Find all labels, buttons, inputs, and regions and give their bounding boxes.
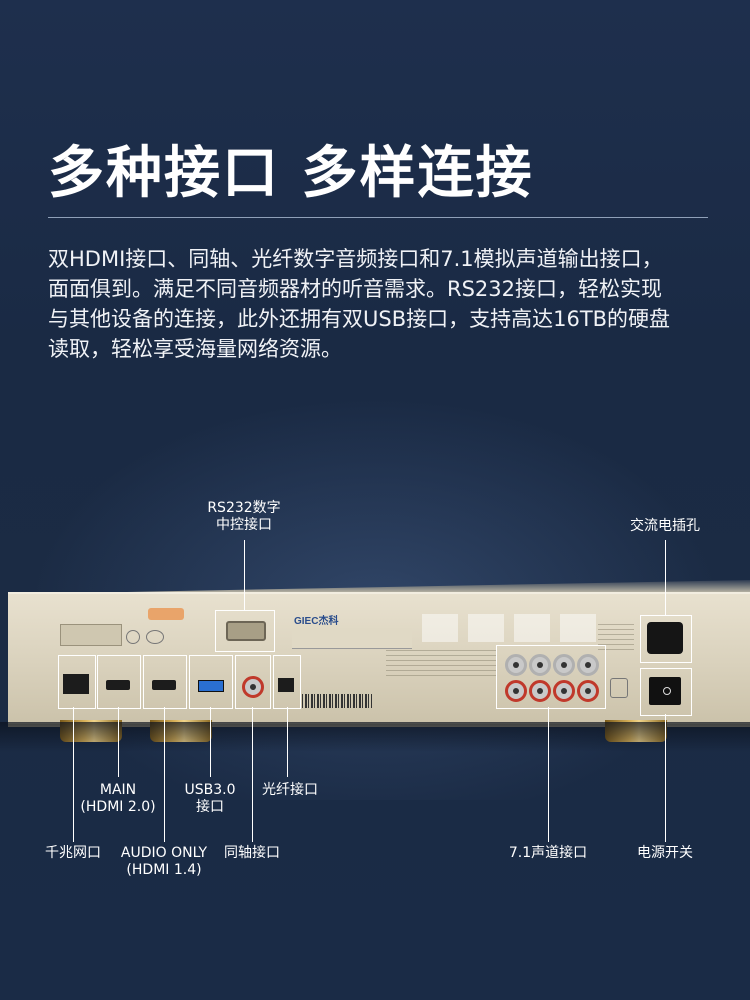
callout-audio-line2: (HDMI 1.4) <box>126 862 202 878</box>
callout-audio-line1: AUDIO ONLY <box>120 845 208 861</box>
optical-port <box>273 655 301 709</box>
vent <box>418 614 598 642</box>
callout-rs232-line1: RS232数字 <box>207 500 281 516</box>
ac-power-inlet <box>640 615 692 663</box>
callout-line-coaxial <box>252 707 253 842</box>
rca-jack <box>529 654 551 676</box>
callout-power-switch: 电源开关 <box>637 845 693 861</box>
optical-jack <box>278 678 294 692</box>
callout-usb-line2: 接口 <box>196 799 224 815</box>
switch-mark <box>663 687 671 695</box>
callout-usb-line1: USB3.0 <box>184 782 236 798</box>
callout-line-switch <box>665 714 666 842</box>
info-plate <box>292 628 412 649</box>
callout-line-rs232 <box>244 540 245 610</box>
callout-line-lan <box>73 707 74 842</box>
cert-icon <box>146 630 164 644</box>
description-line: 读取，轻松享受海量网络资源。 <box>48 337 342 361</box>
callout-lan: 千兆网口 <box>45 845 101 861</box>
title-divider <box>48 217 708 218</box>
device-rear-panel: GIEC杰科 <box>8 592 750 727</box>
description: 双HDMI接口、同轴、光纤数字音频接口和7.1模拟声道输出接口， 面面俱到。满足… <box>48 244 728 364</box>
callout-audio-only: AUDIO ONLY (HDMI 1.4) <box>114 845 214 879</box>
callout-line-main <box>118 707 119 777</box>
cert-sticker <box>148 608 184 620</box>
description-line: 面面俱到。满足不同音频器材的听音需求。RS232接口，轻松实现 <box>48 277 663 301</box>
usb-jack <box>198 680 224 692</box>
hdmi-audio-jack <box>152 680 176 690</box>
callout-main-line2: (HDMI 2.0) <box>80 799 156 815</box>
callout-usb: USB3.0 接口 <box>175 782 245 816</box>
java-logo <box>610 678 628 698</box>
rca-jack <box>529 680 551 702</box>
cert-icon <box>126 630 140 644</box>
callout-rs232-line2: 中控接口 <box>216 517 272 533</box>
callout-line-usb <box>210 707 211 777</box>
device-shadow <box>0 722 750 752</box>
brand-logo: GIEC杰科 <box>294 616 339 627</box>
rca-jack <box>505 680 527 702</box>
rs232-connector <box>226 621 266 641</box>
lan-jack <box>63 674 89 694</box>
rca-jack <box>553 680 575 702</box>
description-line: 与其他设备的连接，此外还拥有双USB接口，支持高达16TB的硬盘 <box>48 307 671 331</box>
usb-port <box>189 655 233 709</box>
warning-label <box>60 624 122 646</box>
callout-line-ac <box>665 540 666 615</box>
callout-coaxial: 同轴接口 <box>224 845 280 861</box>
power-switch <box>640 668 692 716</box>
callout-ac-power: 交流电插孔 <box>630 518 700 534</box>
coaxial-port <box>235 655 271 709</box>
channel71-ports <box>496 645 606 709</box>
hdmi-main-port <box>97 655 141 709</box>
callout-line-audio <box>164 707 165 842</box>
callout-line-optical <box>287 707 288 777</box>
rs232-port <box>215 610 275 652</box>
switch-rocker <box>649 677 681 705</box>
callout-main-line1: MAIN <box>99 782 137 798</box>
lan-port <box>58 655 96 709</box>
rca-jack <box>577 680 599 702</box>
rca-jack <box>505 654 527 676</box>
barcode <box>302 694 372 708</box>
rca-jack <box>553 654 575 676</box>
ac-socket <box>647 622 683 654</box>
license-text <box>386 650 496 680</box>
callout-line-71 <box>548 707 549 842</box>
callout-main: MAIN (HDMI 2.0) <box>78 782 158 816</box>
page-title: 多种接口 多样连接 <box>48 141 534 206</box>
description-line: 双HDMI接口、同轴、光纤数字音频接口和7.1模拟声道输出接口， <box>48 247 663 271</box>
rca-jack <box>577 654 599 676</box>
hdmi-audio-port <box>143 655 187 709</box>
callout-71: 7.1声道接口 <box>508 845 588 861</box>
callout-rs232: RS232数字 中控接口 <box>204 500 284 534</box>
hdmi-main-jack <box>106 680 130 690</box>
coaxial-jack <box>242 676 264 698</box>
callout-optical: 光纤接口 <box>262 782 318 798</box>
